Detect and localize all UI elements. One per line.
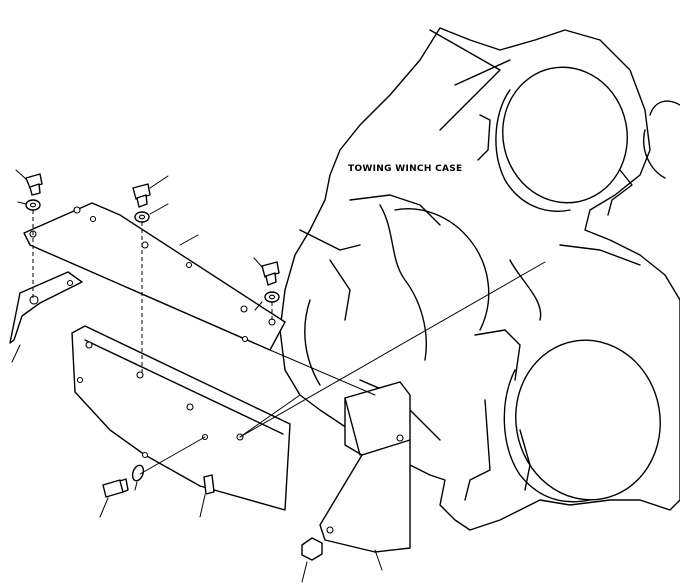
top-cover-plate [23,202,286,351]
bolt-top-middle [132,175,169,208]
towing-winch-case [279,27,680,531]
right-angle-bracket [319,381,411,553]
stud-bottom-middle [199,474,215,518]
callout-leaders [179,234,383,571]
washer-bottom-left [131,464,145,491]
nut-bottom [301,537,323,583]
left-bracket [9,271,83,363]
bolt-right [253,257,280,286]
bolt-top-left [15,169,43,196]
washer-top-middle [134,203,169,223]
washer-top-left [17,199,41,211]
bolt-bottom-left [99,478,129,518]
towing-winch-case-label: TOWING WINCH CASE [348,164,463,174]
front-cover-plate [71,325,291,511]
assembly-lines [32,210,546,475]
